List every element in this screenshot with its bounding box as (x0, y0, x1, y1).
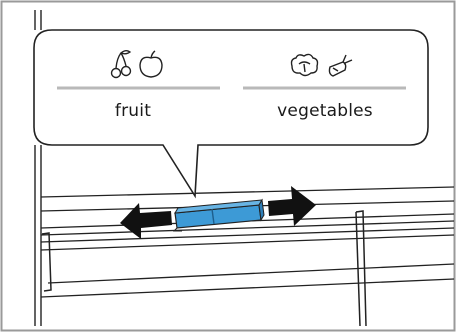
cabinet-left-wall (34, 10, 42, 326)
carrot-icon (328, 54, 353, 77)
cherries-icon (110, 50, 132, 79)
humidity-slider[interactable] (172, 198, 265, 232)
vegetables-label: vegetables (277, 101, 373, 121)
lettuce-icon (290, 53, 319, 77)
left-arrow-icon (120, 203, 172, 239)
drawer-lid (40, 186, 455, 298)
apple-icon (139, 50, 163, 78)
right-arrow-icon (268, 186, 316, 226)
fruit-label: fruit (114, 101, 152, 121)
drawer-front-edge (41, 210, 367, 327)
